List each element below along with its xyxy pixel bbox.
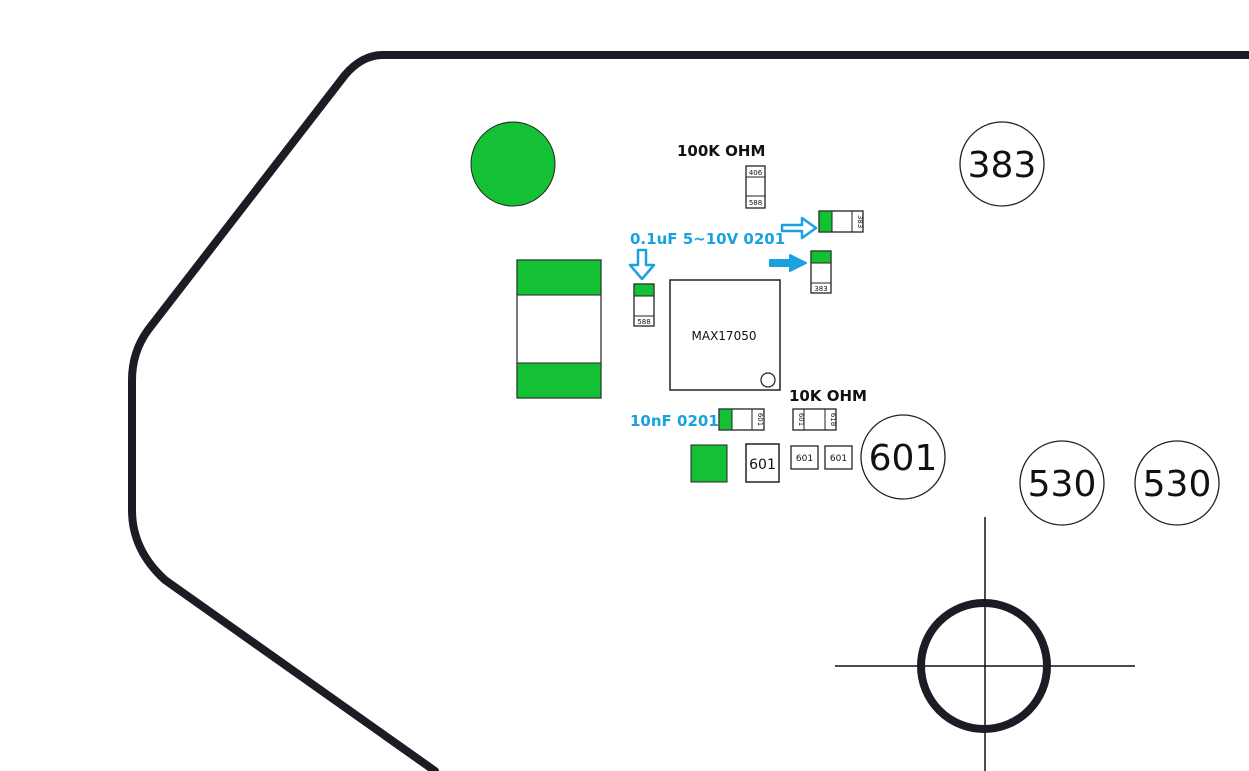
capacitor-mid-right-code: 383 (814, 285, 827, 293)
board-outline (128, 51, 1249, 771)
callout-601: 601 (860, 414, 946, 500)
arrow-right-solid-icon (769, 254, 807, 272)
resistor-10k: 601 618 (792, 408, 837, 431)
resistor-100k-code-top: 406 (749, 169, 763, 177)
resistor-10k-code-right: 618 (829, 413, 837, 426)
green-square-pad (690, 444, 728, 483)
label-10k-ohm: 10K OHM (789, 387, 867, 405)
label-0.1uf-cap: 0.1uF 5~10V 0201 (630, 230, 785, 248)
arrow-down-icon (628, 248, 656, 281)
resistor-10k-code-left: 601 (797, 413, 805, 426)
square-component-601-code: 601 (749, 457, 776, 473)
resistor-100k: 406 588 (745, 165, 766, 209)
capacitor-upper-right-code: 383 (856, 215, 864, 228)
callout-530-left-text: 530 (1028, 464, 1097, 505)
ic-max17050: MAX17050 (669, 279, 781, 391)
capacitor-upper-right: 383 (818, 210, 864, 233)
inductor-component (516, 259, 602, 399)
arrow-right-outline-icon (780, 216, 818, 240)
callout-383: 383 (959, 121, 1045, 207)
mounting-hole-crosshair (835, 517, 1135, 771)
square-component-601: 601 (745, 443, 780, 483)
ic-label: MAX17050 (692, 329, 757, 343)
callout-530-right: 530 (1134, 440, 1220, 526)
capacitor-left-code: 588 (637, 318, 650, 326)
label-10nf-cap: 10nF 0201 (630, 412, 719, 430)
small-component-601-a-code: 601 (796, 454, 813, 464)
small-component-601-a: 601 (790, 445, 819, 470)
resistor-100k-code-bottom: 588 (749, 199, 762, 207)
callout-530-right-text: 530 (1143, 464, 1212, 505)
callout-601-text: 601 (869, 438, 938, 479)
ic-pin1-marker (760, 372, 776, 388)
capacitor-mid-right: 383 (810, 250, 832, 294)
capacitor-10nf: 601 (718, 408, 765, 431)
capacitor-10nf-code: 601 (756, 413, 764, 426)
label-100k-ohm: 100K OHM (677, 142, 765, 160)
capacitor-left: 588 (633, 283, 655, 327)
small-component-601-b: 601 (824, 445, 853, 470)
callout-530-left: 530 (1019, 440, 1105, 526)
small-component-601-b-code: 601 (830, 454, 847, 464)
callout-383-text: 383 (968, 145, 1037, 186)
green-test-pad (470, 121, 556, 207)
